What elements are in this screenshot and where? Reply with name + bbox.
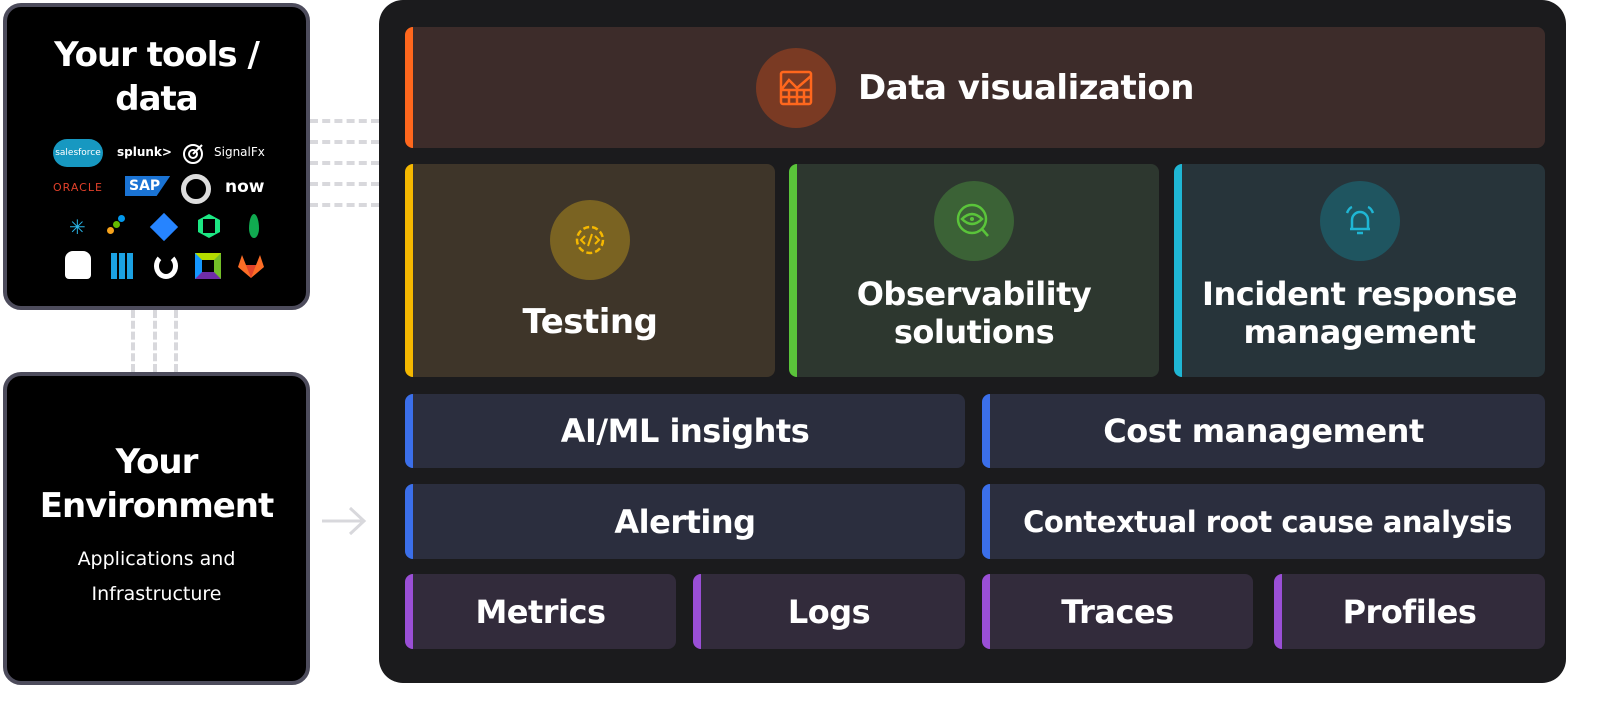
root-cause-analysis-card: Contextual root cause analysis (982, 484, 1545, 559)
incident-response-card: Incident response management (1174, 164, 1545, 377)
chart-table-icon (756, 47, 837, 128)
connector-line (310, 119, 379, 123)
connector-line (174, 310, 178, 372)
title-line: Your (115, 442, 199, 482)
eye-search-icon (934, 180, 1014, 261)
card-label: Testing (522, 301, 658, 342)
tools-data-box: Your tools /data salesforce splunk> Sign… (3, 3, 310, 310)
accent-bar (693, 574, 701, 649)
jira-icon (149, 212, 179, 242)
accent-bar (982, 574, 990, 649)
azure-icon (111, 253, 135, 279)
snowflake-icon: ✳ (69, 215, 86, 239)
connector-line (131, 310, 135, 372)
title-line: Your tools / (54, 35, 260, 75)
alarm-bell-icon (1319, 180, 1400, 261)
observability-card: Observability solutions (789, 164, 1159, 377)
gitlab-icon (238, 255, 264, 278)
card-label: Profiles (1342, 592, 1477, 631)
card-label: Alerting (614, 502, 756, 541)
card-label: Logs (787, 592, 871, 631)
card-label: Incident response (1202, 274, 1517, 313)
accent-bar (789, 164, 797, 377)
accent-bar (1174, 164, 1182, 377)
testing-card: Testing (405, 164, 775, 377)
profiles-card: Profiles (1274, 574, 1545, 649)
capabilities-panel: Data visualization Testing Observability… (379, 0, 1566, 683)
salesforce-logo: salesforce (53, 139, 103, 167)
signalfx-icon (183, 144, 203, 164)
accent-bar (405, 574, 413, 649)
card-label: Cost management (1103, 412, 1424, 450)
subtitle-line: Applications and (77, 548, 236, 570)
alerting-card: Alerting (405, 484, 965, 559)
card-label: Data visualization (858, 67, 1194, 108)
logs-card: Logs (693, 574, 965, 649)
data-visualization-card: Data visualization (405, 27, 1545, 148)
accent-bar (982, 394, 990, 468)
splunk-logo: splunk> (117, 145, 172, 159)
aiml-insights-card: AI/ML insights (405, 394, 965, 468)
title-line: data (115, 79, 198, 119)
connector-line (310, 161, 379, 165)
subtitle-line: Infrastructure (91, 583, 222, 605)
code-gear-icon (550, 199, 630, 280)
datadog-icon (65, 251, 91, 279)
now-logo: now (225, 177, 265, 197)
honeycomb-icon (107, 215, 127, 235)
arrow-right-icon (322, 506, 367, 536)
accent-bar (405, 394, 413, 468)
card-label: AI/ML insights (560, 412, 810, 450)
logo-grid: salesforce splunk> SignalFx ORACLE SAP n… (7, 7, 307, 307)
accent-bar (405, 27, 413, 148)
connector-line (310, 140, 379, 144)
traces-card: Traces (982, 574, 1253, 649)
cost-management-card: Cost management (982, 394, 1545, 468)
card-label: management (1243, 312, 1476, 351)
card-label: Contextual root cause analysis (1023, 504, 1512, 539)
card-label: solutions (893, 312, 1055, 351)
accent-bar (405, 164, 413, 377)
sap-logo: SAP (125, 176, 171, 196)
accent-bar (1274, 574, 1282, 649)
connector-line (310, 182, 379, 186)
signalfx-logo: SignalFx (214, 145, 265, 159)
card-label: Metrics (475, 592, 606, 631)
dynatrace-icon (195, 253, 221, 279)
title-line: Environment (39, 486, 275, 526)
connector-line (153, 310, 157, 372)
newrelic-icon (198, 214, 220, 238)
card-label: Observability (856, 274, 1092, 313)
mongodb-icon (249, 214, 259, 238)
connector-line (310, 203, 379, 207)
appdynamics-icon (154, 253, 178, 279)
accent-bar (405, 484, 413, 559)
github-icon (181, 174, 211, 204)
card-label: Traces (1061, 592, 1174, 631)
oracle-logo: ORACLE (53, 181, 103, 194)
accent-bar (982, 484, 990, 559)
metrics-card: Metrics (405, 574, 676, 649)
tools-title: Your tools /data (7, 33, 306, 121)
